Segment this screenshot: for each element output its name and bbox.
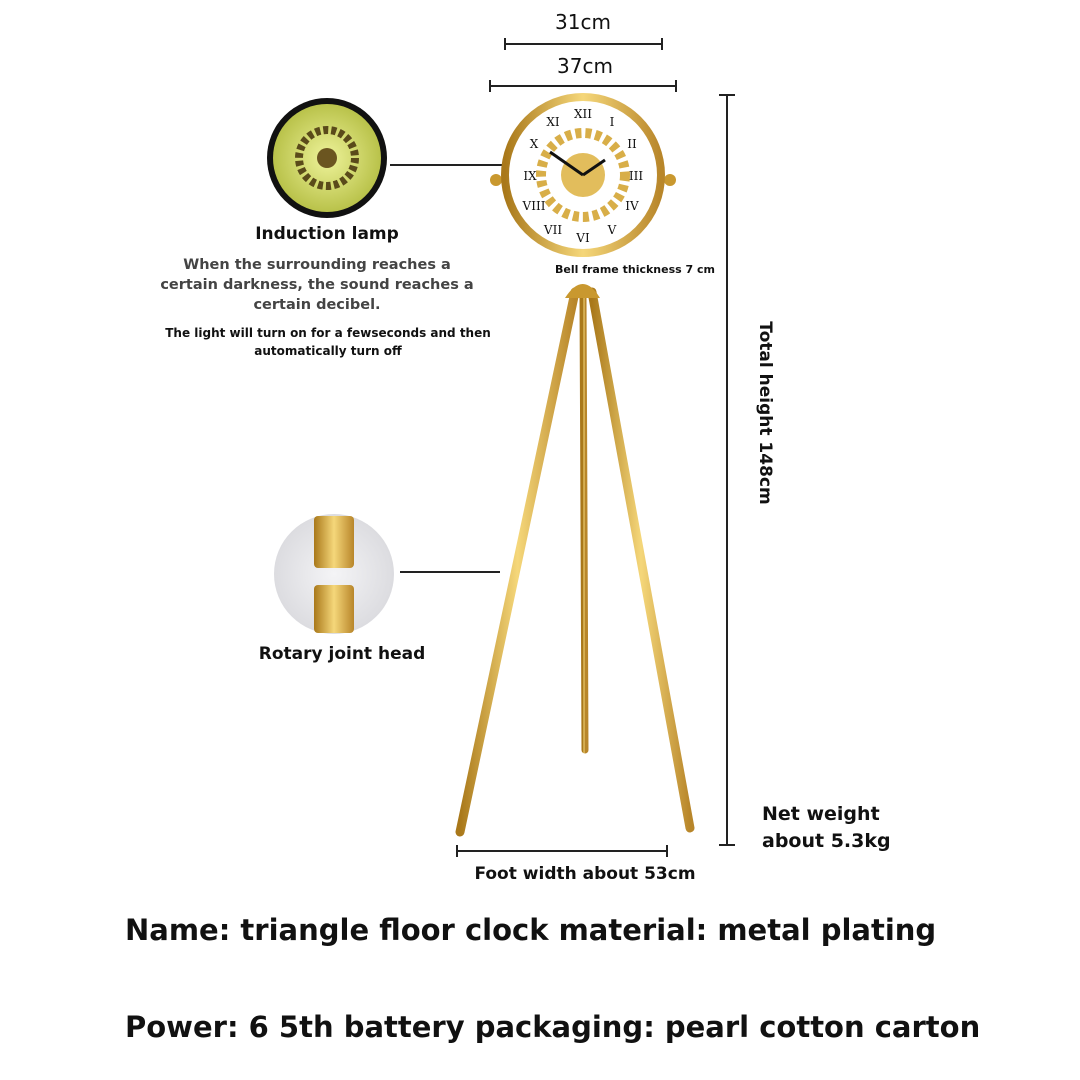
induction-lamp-title: Induction lamp [255,224,399,244]
svg-text:I: I [610,115,615,129]
bell-frame-label: Bell frame thickness 7 cm [555,263,715,276]
desc-line: When the surrounding reaches a [183,257,451,273]
net-weight-line: Net weight [762,803,880,825]
svg-text:IX: IX [523,169,537,183]
note-line: automatically turn off [254,344,402,358]
desc-line: certain decibel. [253,297,381,313]
rotary-joint-title: Rotary joint head [258,644,426,664]
induction-lamp-image [267,98,387,218]
svg-text:III: III [629,169,643,183]
tripod-legs [455,287,695,837]
net-weight-label: Net weight about 5.3kg [762,801,891,855]
net-weight-value: about 5.3kg [762,830,891,852]
induction-lamp-note: The light will turn on for a fewseconds … [165,324,491,360]
total-height-label: Total height 148cm [755,321,775,505]
spec-name-material: Name: triangle floor clock material: met… [125,913,937,947]
tripod-head [565,284,600,298]
svg-text:II: II [627,137,637,151]
svg-text:VII: VII [543,223,562,237]
width-top-label: 31cm [555,10,611,34]
svg-text:V: V [607,223,617,237]
desc-line: certain darkness, the sound reaches a [160,277,474,293]
svg-text:X: X [530,137,539,151]
svg-text:XII: XII [574,107,592,121]
width-outer-label: 37cm [557,54,613,78]
induction-lamp-description: When the surrounding reaches a certain d… [160,255,473,315]
svg-text:VI: VI [575,231,590,245]
svg-text:VIII: VIII [522,199,546,213]
spec-power-packaging: Power: 6 5th battery packaging: pearl co… [125,1010,981,1044]
foot-width-label: Foot width about 53cm [474,864,696,884]
svg-text:XI: XI [546,115,560,129]
svg-text:IV: IV [625,199,639,213]
note-line: The light will turn on for a fewseconds … [165,326,491,340]
rotary-joint-image [274,514,394,634]
